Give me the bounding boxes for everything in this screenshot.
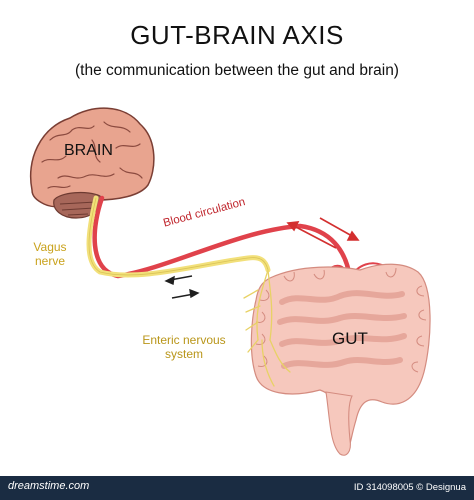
blood-arrows	[286, 217, 360, 249]
gut-illustration	[250, 263, 431, 456]
footer-id: ID 314098005 © Designua	[353, 482, 466, 493]
footer-bar: dreamstime.com ID 314098005 © Designua	[0, 476, 474, 500]
enteric-nerves	[243, 269, 291, 387]
vagus-nerve-label: Vagus nerve	[33, 240, 67, 268]
brain-label: BRAIN	[64, 142, 113, 159]
vagus-nerve-outline	[88, 197, 269, 276]
enteric-nervous-system-label: Enteric nervous system	[142, 333, 226, 361]
nerve-arrows	[164, 275, 200, 299]
gut-label: GUT	[332, 329, 368, 348]
brain-illustration	[30, 107, 155, 219]
footer-logo: dreamstime.com	[8, 480, 90, 492]
blood-vessel	[92, 195, 353, 281]
page-title: GUT-BRAIN AXIS	[130, 20, 344, 50]
page-subtitle: (the communication between the gut and b…	[75, 62, 399, 79]
